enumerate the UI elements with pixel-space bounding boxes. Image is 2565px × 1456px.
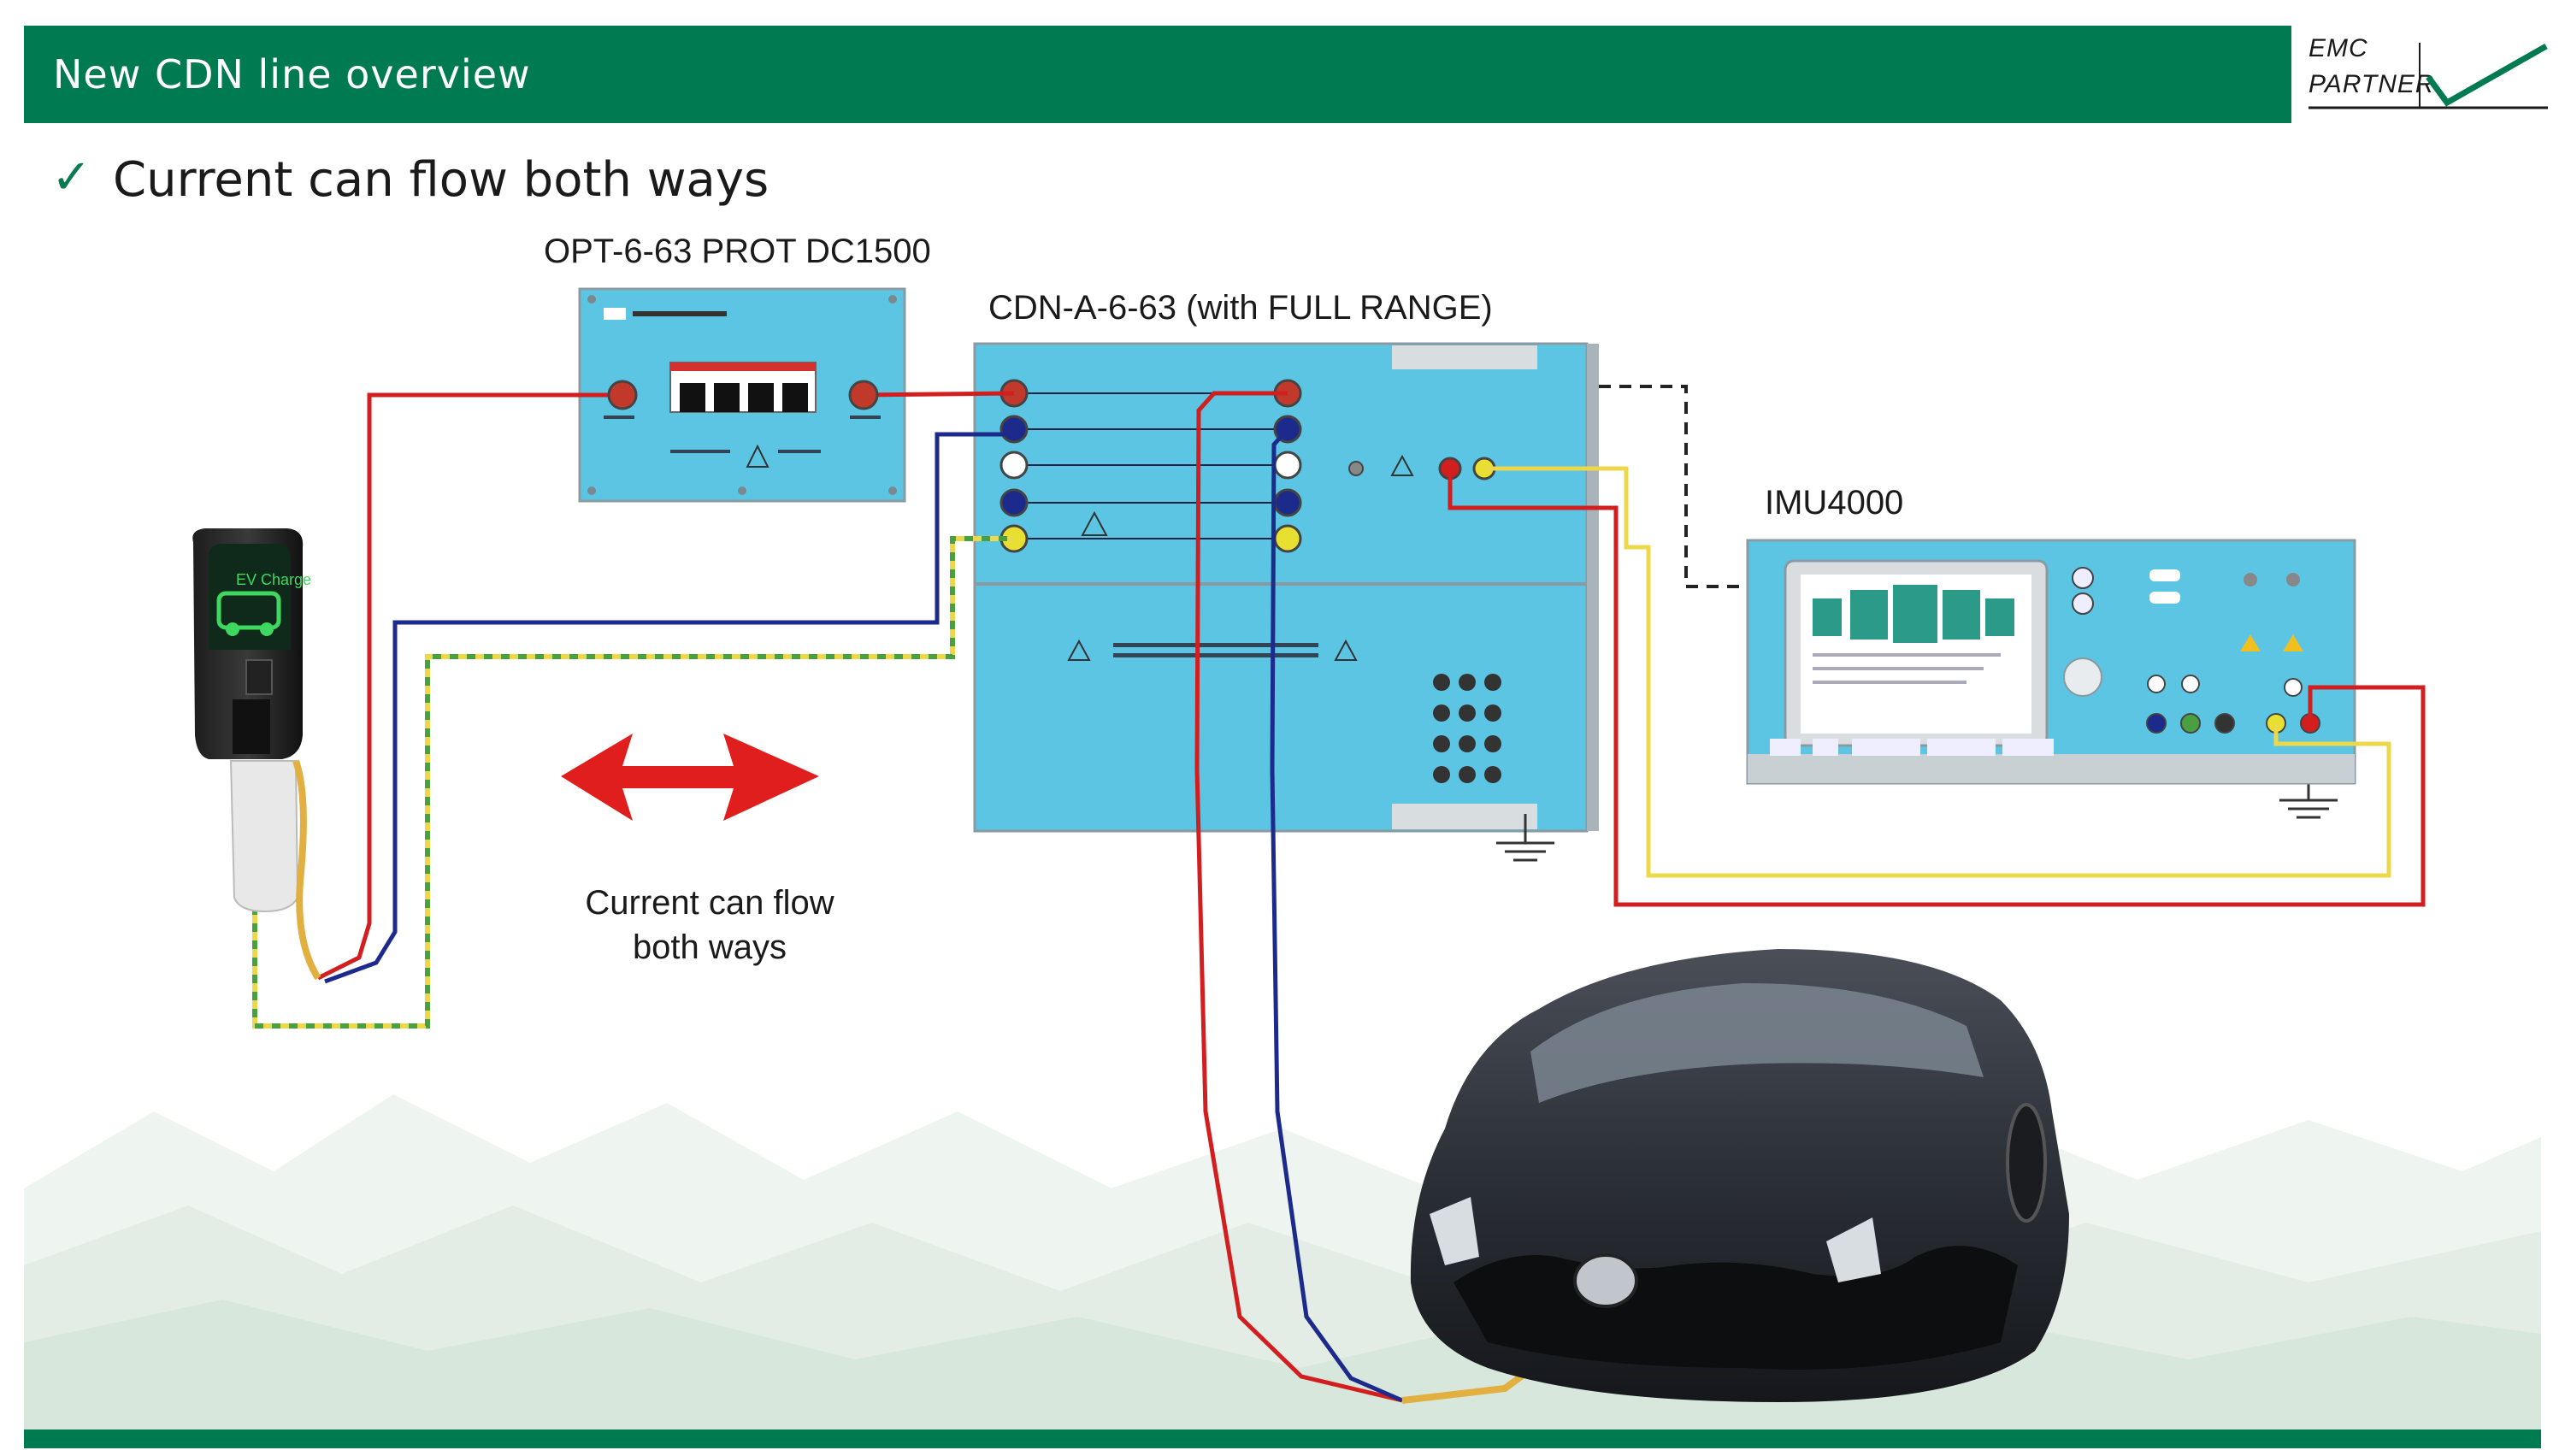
charger-screen-text: EV Charge — [236, 571, 311, 588]
ground-icon — [1496, 814, 1554, 862]
flow-description: Current can flow both ways — [547, 881, 872, 970]
logo-check-icon — [2308, 43, 2548, 109]
cdn-device — [973, 342, 1599, 833]
logo-line-1: EMC — [2308, 34, 2368, 62]
prot-label: OPT-6-63 PROT DC1500 — [544, 233, 931, 270]
flow-line-1: Current can flow — [585, 884, 834, 922]
header-bar — [24, 26, 2291, 123]
ground-icon — [2279, 780, 2338, 819]
logo-line-2: PARTNER — [2308, 70, 2435, 98]
imu4000-device — [1746, 539, 2356, 785]
page-title: New CDN line overview — [53, 51, 531, 97]
double-arrow-icon — [561, 734, 819, 821]
emc-partner-logo: EMC PARTNER — [2300, 26, 2556, 120]
electric-car — [1410, 949, 2069, 1402]
check-icon: ✓ — [51, 150, 91, 205]
flow-line-2: both ways — [632, 928, 787, 966]
ev-charger — [192, 528, 321, 981]
footer-bar — [24, 1429, 2541, 1448]
cdn-label: CDN-A-6-63 (with FULL RANGE) — [988, 289, 1493, 327]
imu-label: IMU4000 — [1765, 484, 1904, 522]
bullet-text: Current can flow both ways — [113, 152, 770, 208]
